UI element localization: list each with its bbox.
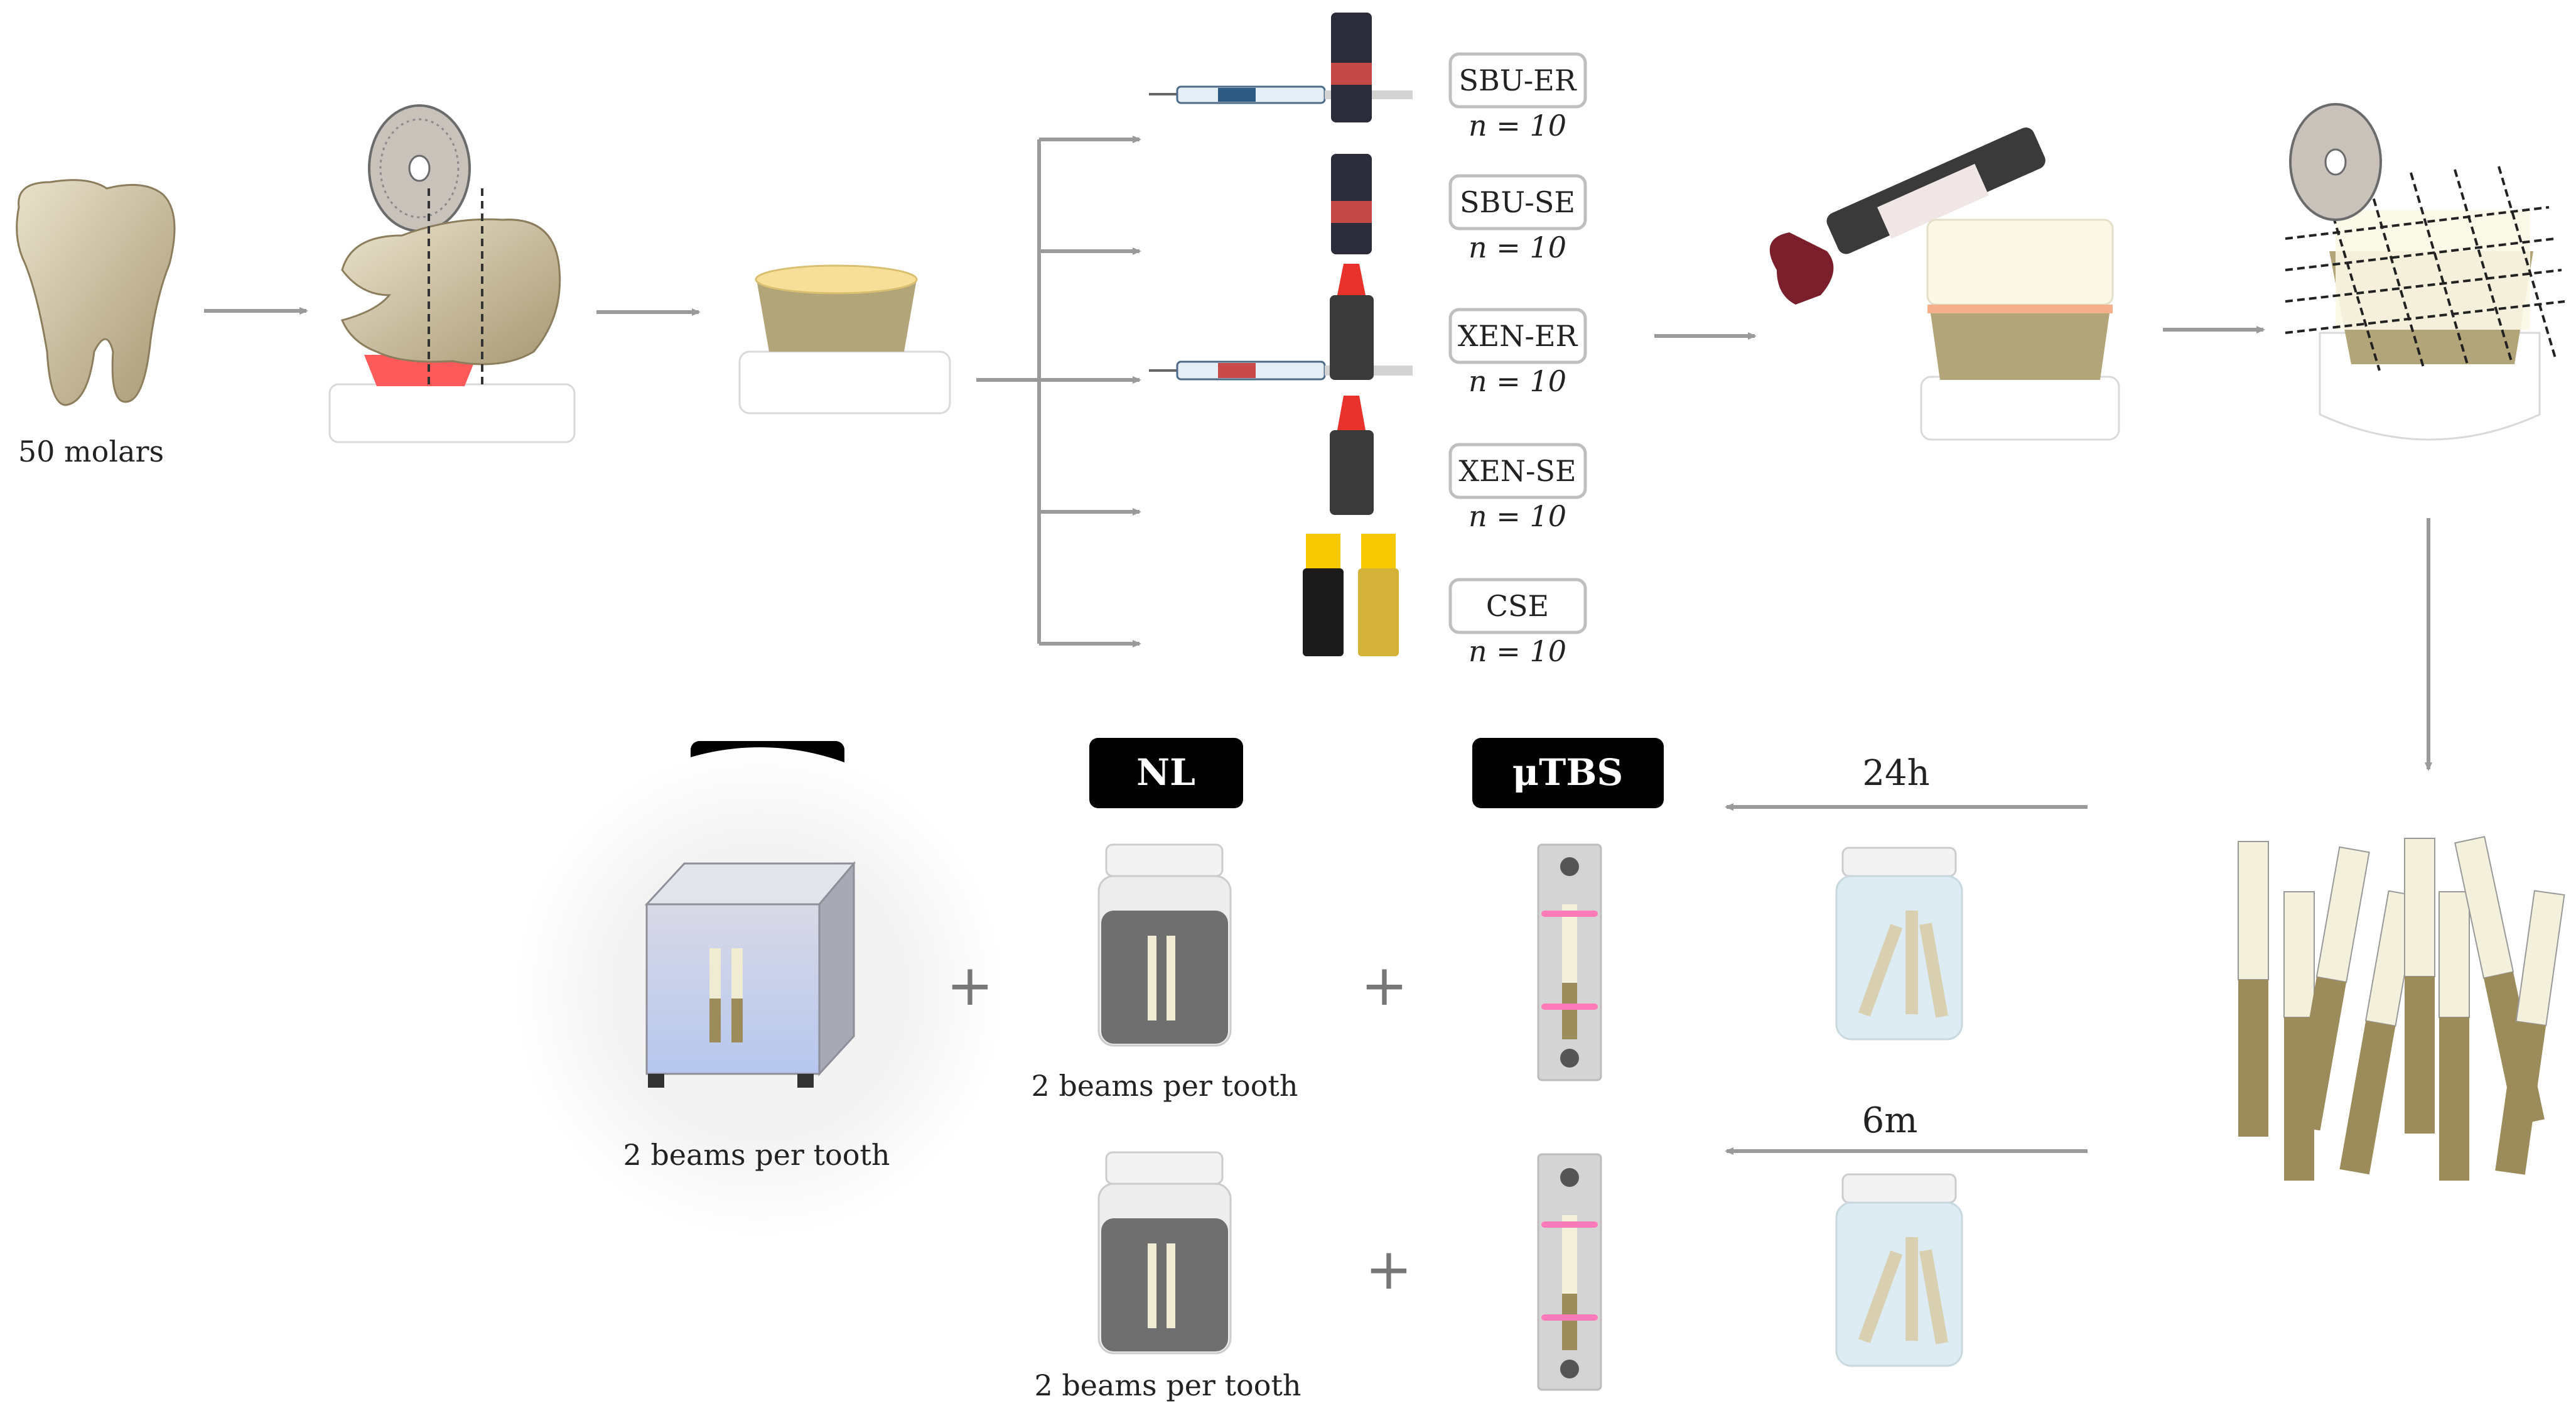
group-name: SBU-SE [1460,185,1575,219]
group-label-box [1448,443,1587,499]
bottle-icon [1330,396,1374,515]
bottle-icon [1330,264,1374,380]
branch-arrows [976,136,1141,647]
bottle-pair-icon [1303,534,1399,656]
mtbs-jig-icon [1537,1153,1602,1391]
group-sample-size: n = 10 [1469,364,1566,398]
restored-crown [1931,313,2110,380]
dc-chamber-icon [644,860,856,1088]
mount-base [328,383,576,443]
water-storage-jar-icon [1835,847,1963,1041]
cutting-disc-icon [2289,103,2382,221]
crown-segment [757,279,917,352]
plus-sign: + [946,953,993,1019]
group-2: XEN-ER n = 10 [1448,308,1587,398]
group-sample-size: n = 10 [1469,499,1566,533]
group-name: CSE [1486,589,1549,623]
molar-tooth-icon [16,179,176,406]
nl-6m-beams-label: 2 beams per tooth [1034,1368,1301,1402]
sectioned-tooth-icon [340,188,561,386]
group-label-box [1448,52,1587,109]
composite-syringe-icon [1769,127,2045,305]
nl-solution-jar-icon [1097,843,1232,1047]
specimen-base [738,350,951,414]
bottle-icon [1331,13,1372,122]
dc-beams-label: 2 beams per tooth [623,1138,890,1172]
group-sample-size: n = 10 [1469,230,1566,264]
water-storage-jar-icon [1835,1173,1963,1367]
beams-icon [2238,836,2565,1181]
header-mtbs: μTBS [1512,751,1624,794]
time-label-6m: 6m [1862,1100,1918,1141]
group-name: XEN-SE [1458,454,1576,488]
mtbs-jig-icon [1537,843,1602,1081]
group-sample-size: n = 10 [1469,109,1566,143]
flat-dentin-surface [755,264,918,295]
group-sample-size: n = 10 [1469,634,1566,668]
cutting-disc-icon [368,104,471,232]
header-nl-box [1089,738,1243,808]
nl-24h-beams-label: 2 beams per tooth [1031,1069,1298,1103]
group-label-box [1448,174,1587,230]
group-4: CSE n = 10 [1448,578,1587,668]
group-label-box [1448,578,1587,634]
composite-block [1926,219,2114,306]
group-name: XEN-ER [1458,319,1578,353]
plus-sign: + [1365,1237,1412,1302]
composite-block [2336,210,2530,330]
section-grid [2285,166,2565,371]
time-label-24h: 24h [1862,753,1929,794]
acrylic-mount [364,355,477,386]
bottle-icon [1331,154,1372,254]
syringe-icon [1149,85,1413,104]
nl-solution-jar-icon [1097,1151,1232,1355]
group-1: SBU-SE n = 10 [1448,174,1587,264]
group-label-box [1448,308,1587,364]
specimen-base [1920,376,2120,441]
plus-sign: + [1361,953,1408,1019]
group-0: SBU-ER n = 10 [1448,52,1587,143]
header-mtbs-box [1472,738,1664,808]
start-label: 50 molars [18,435,164,468]
header-nl: NL [1136,751,1195,794]
group-3: XEN-SE n = 10 [1448,443,1587,533]
group-name: SBU-ER [1458,63,1576,97]
adhesive-layer [1927,305,2113,313]
